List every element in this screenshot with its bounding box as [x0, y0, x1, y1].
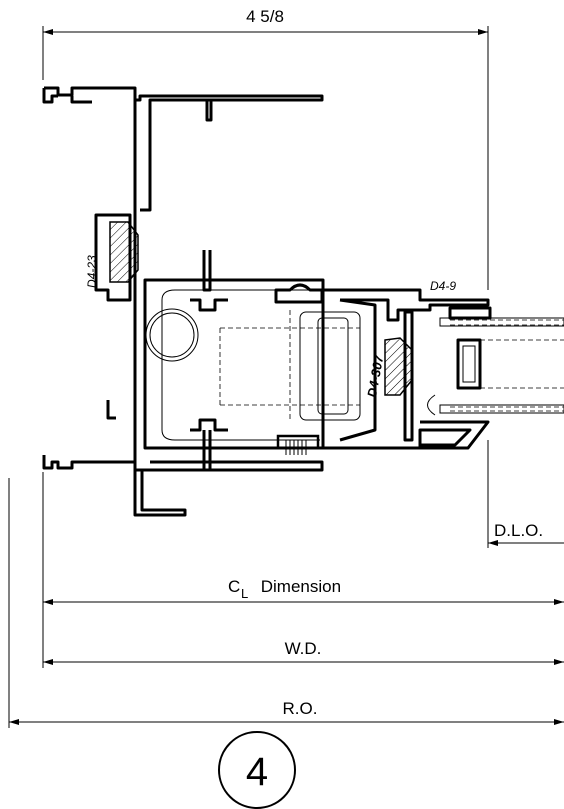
operator-core	[317, 317, 349, 415]
frame-bottom-flange	[135, 460, 324, 472]
cl-dimension: C L Dimension	[42, 472, 564, 668]
mid-insert-label: D4-307	[364, 353, 386, 398]
left-insert-hatch	[109, 221, 139, 283]
frame-bottom-leg	[133, 470, 187, 517]
arrow-right	[478, 29, 488, 35]
ro-arrow-right	[554, 719, 564, 725]
left-insert-housing	[94, 213, 132, 302]
sash-inner-bottom	[161, 429, 320, 441]
operator-housing	[299, 311, 361, 421]
detail-number: 4	[246, 750, 268, 794]
outer-frame	[42, 86, 324, 517]
glass-spacer-core	[462, 345, 476, 383]
pocket-bottom	[322, 428, 472, 450]
frame-top-lip	[42, 88, 58, 104]
vent-sash	[143, 250, 361, 472]
sash-round-chamber-inner	[149, 312, 195, 358]
dlo-arrow	[488, 540, 498, 546]
detail-circle	[218, 731, 296, 809]
cl-suffix: Dimension	[256, 577, 341, 596]
wd-dimension: W.D.	[43, 639, 564, 665]
d4-307-hatch	[384, 337, 413, 396]
cl-subscript: L	[241, 586, 248, 601]
top-dimension-label: 4 5/8	[246, 7, 284, 26]
frame-bottom-lip	[42, 455, 135, 470]
sash-bottom-fin	[202, 430, 212, 472]
ro-arrow-left	[9, 719, 19, 725]
brush-pile	[285, 440, 307, 455]
cl-arrow-right	[554, 599, 564, 605]
pocket-wall	[403, 310, 414, 442]
sash-top-fin	[202, 250, 212, 292]
glass-unit	[427, 306, 564, 416]
wd-arrow-left	[43, 659, 53, 665]
frame-top-hook	[70, 96, 92, 104]
frame-top-fin	[205, 100, 213, 122]
wd-label: W.D.	[285, 639, 322, 658]
frame-step	[106, 400, 116, 420]
cl-arrow-left	[43, 599, 53, 605]
ro-label: R.O.	[283, 699, 318, 718]
sash-top-clip	[190, 298, 228, 312]
glazing-bead-wedge	[420, 420, 490, 450]
d4-307-clip	[339, 298, 377, 442]
sash-outline	[143, 278, 325, 450]
cl-prefix: C	[228, 577, 240, 596]
top-dimension: 4 5/8	[42, 7, 489, 290]
glass-inner-lite	[439, 404, 564, 414]
dlo-dimension: D.L.O.	[487, 440, 564, 548]
glass-outer-lite	[439, 317, 564, 327]
glazing-sealant-bead	[427, 394, 436, 416]
frame-vertical-wall	[133, 100, 140, 472]
weatherstrips	[274, 283, 324, 455]
sash-bottom-clip	[190, 418, 228, 432]
pocket-top	[322, 288, 490, 322]
left-insert-label: D4-23	[85, 255, 99, 288]
sash-inner-top	[161, 289, 320, 301]
left-insert: D4-23	[85, 213, 139, 302]
dlo-label: D.L.O.	[494, 521, 543, 540]
wd-arrow-right	[554, 659, 564, 665]
glass-spacer	[456, 338, 482, 390]
frame-top-flange	[44, 86, 324, 212]
top-insert-label: D4-9	[430, 279, 456, 293]
sash-round-chamber	[145, 308, 199, 362]
detail-marker: 4	[218, 731, 296, 809]
top-glazing-gasket	[448, 306, 492, 320]
ro-dimension: R.O.	[8, 478, 564, 728]
glazing-pocket: D4-307 D4-9	[322, 279, 490, 450]
arrow-left	[43, 29, 53, 35]
top-weatherstrip	[274, 283, 324, 304]
